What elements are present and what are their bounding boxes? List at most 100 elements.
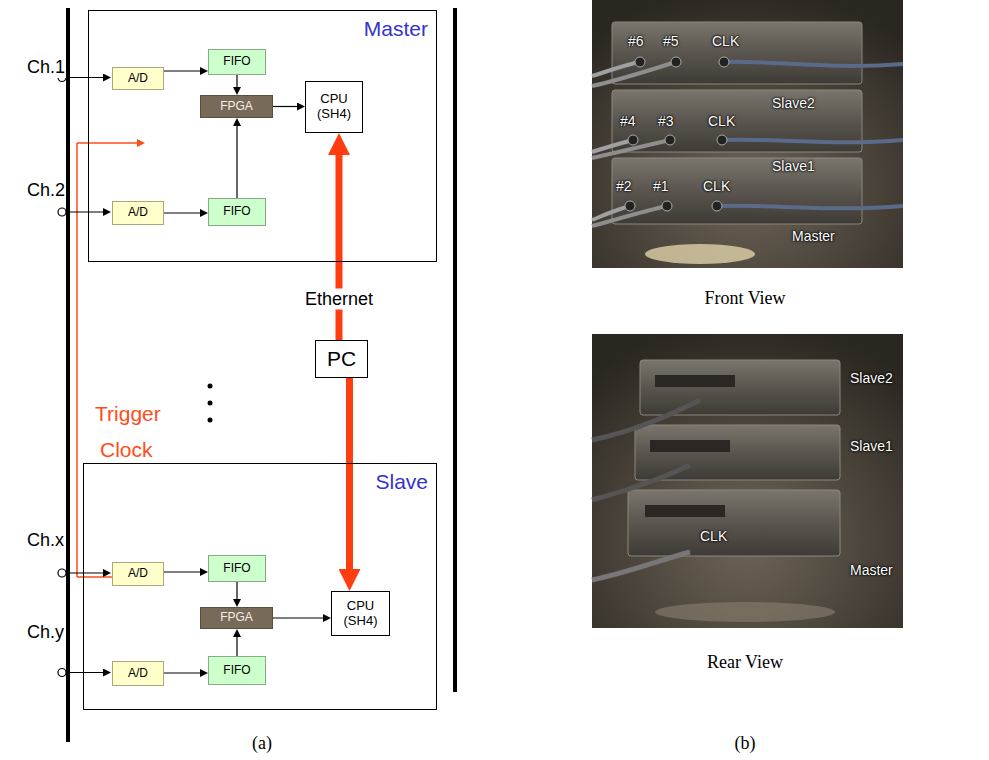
bnc-connector <box>719 57 729 67</box>
caption-text: Front View <box>704 288 785 309</box>
bus-bar <box>66 8 70 742</box>
board-title: Master <box>364 17 428 41</box>
ethernet-arrow <box>336 155 343 340</box>
cable <box>592 552 690 580</box>
box-label: A/D <box>128 667 148 681</box>
device-unit <box>612 22 862 84</box>
adc-box: A/D <box>112 661 164 686</box>
photo-label: #1 <box>653 178 669 194</box>
bnc-connector <box>665 135 675 145</box>
cable <box>592 465 690 500</box>
device-unit <box>612 158 862 224</box>
fpga-box: FPGA <box>200 95 273 118</box>
photo-label: #4 <box>620 113 636 129</box>
box-label: CPU (SH4) <box>309 92 359 122</box>
photo-label: Slave2 <box>850 370 893 386</box>
rear-port <box>655 375 735 387</box>
input-wire <box>66 572 103 573</box>
photo-ground <box>592 334 903 628</box>
cable <box>717 206 903 209</box>
box-label: FPGA <box>220 100 253 114</box>
fifo-box: FIFO <box>208 555 266 582</box>
signal-arrow <box>236 582 237 599</box>
photo-label: #3 <box>658 113 674 129</box>
photo-ground <box>592 0 903 268</box>
photo-label: Slave1 <box>850 438 893 454</box>
bus-bar <box>453 8 457 692</box>
signal-arrow <box>236 637 237 656</box>
bnc-connector <box>628 135 638 145</box>
box-label: A/D <box>128 567 148 581</box>
board-box: SlaveA/DFIFOFPGACPU (SH4)A/DFIFO <box>83 463 437 710</box>
trigger-line <box>77 142 137 144</box>
rear-photo <box>592 334 903 628</box>
cable <box>592 62 676 86</box>
box-label: A/D <box>128 72 148 86</box>
cpu-box: CPU (SH4) <box>305 81 363 133</box>
ellipsis-dot <box>208 401 213 406</box>
cable <box>722 140 903 143</box>
channel-label: Ch.y <box>26 622 65 643</box>
board-title: Slave <box>375 470 428 494</box>
light-glare <box>655 602 835 622</box>
bnc-connector <box>635 57 645 67</box>
fifo-box: FIFO <box>208 656 266 685</box>
fifo-box: FIFO <box>208 198 266 226</box>
signal-arrow <box>273 617 323 618</box>
photo-label: #6 <box>628 33 644 49</box>
photo-label: Slave1 <box>772 158 815 174</box>
photo-label: CLK <box>708 113 735 129</box>
ellipsis-dot <box>208 418 213 423</box>
trigger-line <box>76 143 78 577</box>
input-wire <box>66 672 103 673</box>
box-label: FIFO <box>223 205 250 219</box>
box-label: A/D <box>128 206 148 220</box>
adc-box: A/D <box>112 201 164 225</box>
photo-label: #5 <box>663 33 679 49</box>
caption-text: (a) <box>252 733 272 754</box>
input-terminal <box>58 208 66 216</box>
photo-label: CLK <box>703 178 730 194</box>
input-terminal <box>58 669 66 677</box>
photo-label: Slave2 <box>772 95 815 111</box>
channel-label: Ch.1 <box>26 57 66 78</box>
photo-label: Master <box>850 562 893 578</box>
photo-label: CLK <box>712 33 739 49</box>
photo-label: #2 <box>616 178 632 194</box>
bnc-connector <box>712 201 722 211</box>
bnc-connector <box>671 57 681 67</box>
signal-arrow <box>164 212 200 213</box>
cpu-box: CPU (SH4) <box>331 591 390 636</box>
input-wire <box>66 211 103 212</box>
device-unit <box>640 360 840 415</box>
connector-label: Ethernet <box>302 288 376 309</box>
box-label: PC <box>327 347 356 371</box>
ethernet-arrow <box>346 378 353 569</box>
cable <box>724 62 903 66</box>
box-label: FIFO <box>223 664 250 678</box>
rear-port <box>645 505 725 517</box>
channel-label: Ch.x <box>26 530 65 551</box>
photo-label: CLK <box>700 528 727 544</box>
cable <box>592 400 700 440</box>
channel-label: Ch.2 <box>26 180 66 201</box>
photo-label: Master <box>792 228 835 244</box>
adc-box: A/D <box>112 562 164 586</box>
bnc-connector <box>717 135 727 145</box>
signal-arrow <box>236 75 237 87</box>
bnc-connector <box>662 201 672 211</box>
pc-box: PC <box>315 340 368 378</box>
bnc-connector <box>625 201 635 211</box>
box-label: FIFO <box>223 562 250 576</box>
fifo-box: FIFO <box>208 49 266 75</box>
signal-label: Trigger <box>95 402 161 426</box>
device-unit <box>628 490 840 556</box>
adc-box: A/D <box>112 67 164 90</box>
caption-text: Rear View <box>707 652 783 673</box>
front-photo <box>592 0 903 268</box>
signal-label: Clock <box>100 438 153 462</box>
